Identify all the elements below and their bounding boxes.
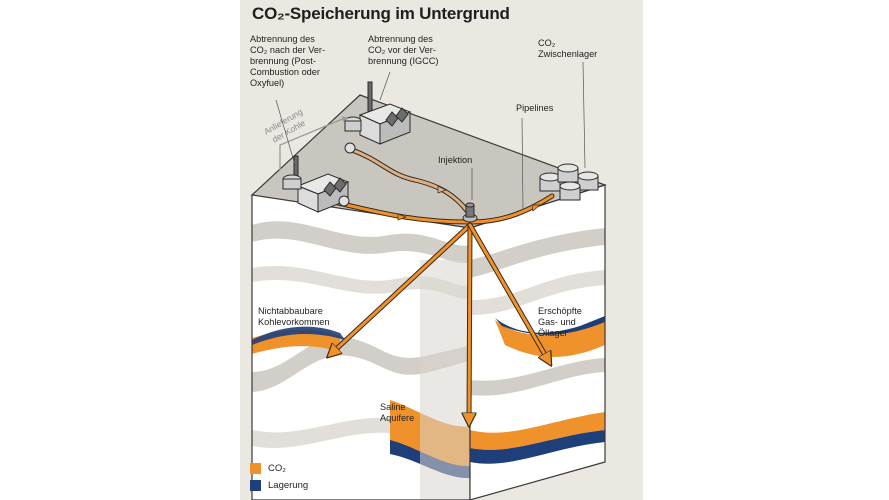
diagram-title: CO₂-Speicherung im Untergrund <box>252 4 510 23</box>
label-saline-aquifere: Saline Aquifere <box>380 402 415 423</box>
diagram-panel: CO₂-Speicherung im Untergrund <box>240 0 643 500</box>
right-margin <box>643 0 889 500</box>
injection-well <box>462 202 478 223</box>
legend-label-co2: CO₂ <box>268 463 286 474</box>
power-plant-igcc <box>344 81 412 154</box>
leader-igcc <box>379 71 391 101</box>
legend-item-lagerung: Lagerung <box>250 480 308 491</box>
front-face <box>252 195 470 500</box>
coal-delivery-bracket <box>279 117 346 170</box>
leader-pipelines <box>521 117 524 211</box>
leader-zwischenlager <box>582 61 586 169</box>
label-kohlevorkommen: Nichtabbaubare Kohlevorkommen <box>258 306 330 327</box>
label-igcc: Abtrennung des CO₂ vor der Ver- brennung… <box>368 34 439 66</box>
block-diagram <box>250 61 607 500</box>
injection-arrows <box>332 222 548 420</box>
leader-post-combustion <box>275 99 296 166</box>
label-gas-oellager: Erschöpfte Gas- und Öllager <box>538 306 582 338</box>
power-plant-post-combustion <box>282 155 350 213</box>
co2-storage-tanks <box>539 163 599 201</box>
legend-swatch-lagerung <box>250 480 261 491</box>
left-margin <box>0 0 240 500</box>
label-post-combustion: Abtrennung des CO₂ nach der Ver- brennun… <box>250 34 326 88</box>
legend-swatch-co2 <box>250 463 261 474</box>
legend-label-lagerung: Lagerung <box>268 480 309 491</box>
label-pipelines: Pipelines <box>516 103 554 113</box>
label-zwischenlager: CO₂ Zwischenlager <box>538 38 598 59</box>
legend-item-co2: CO₂ <box>250 463 286 474</box>
label-injektion: Injektion <box>438 155 473 165</box>
